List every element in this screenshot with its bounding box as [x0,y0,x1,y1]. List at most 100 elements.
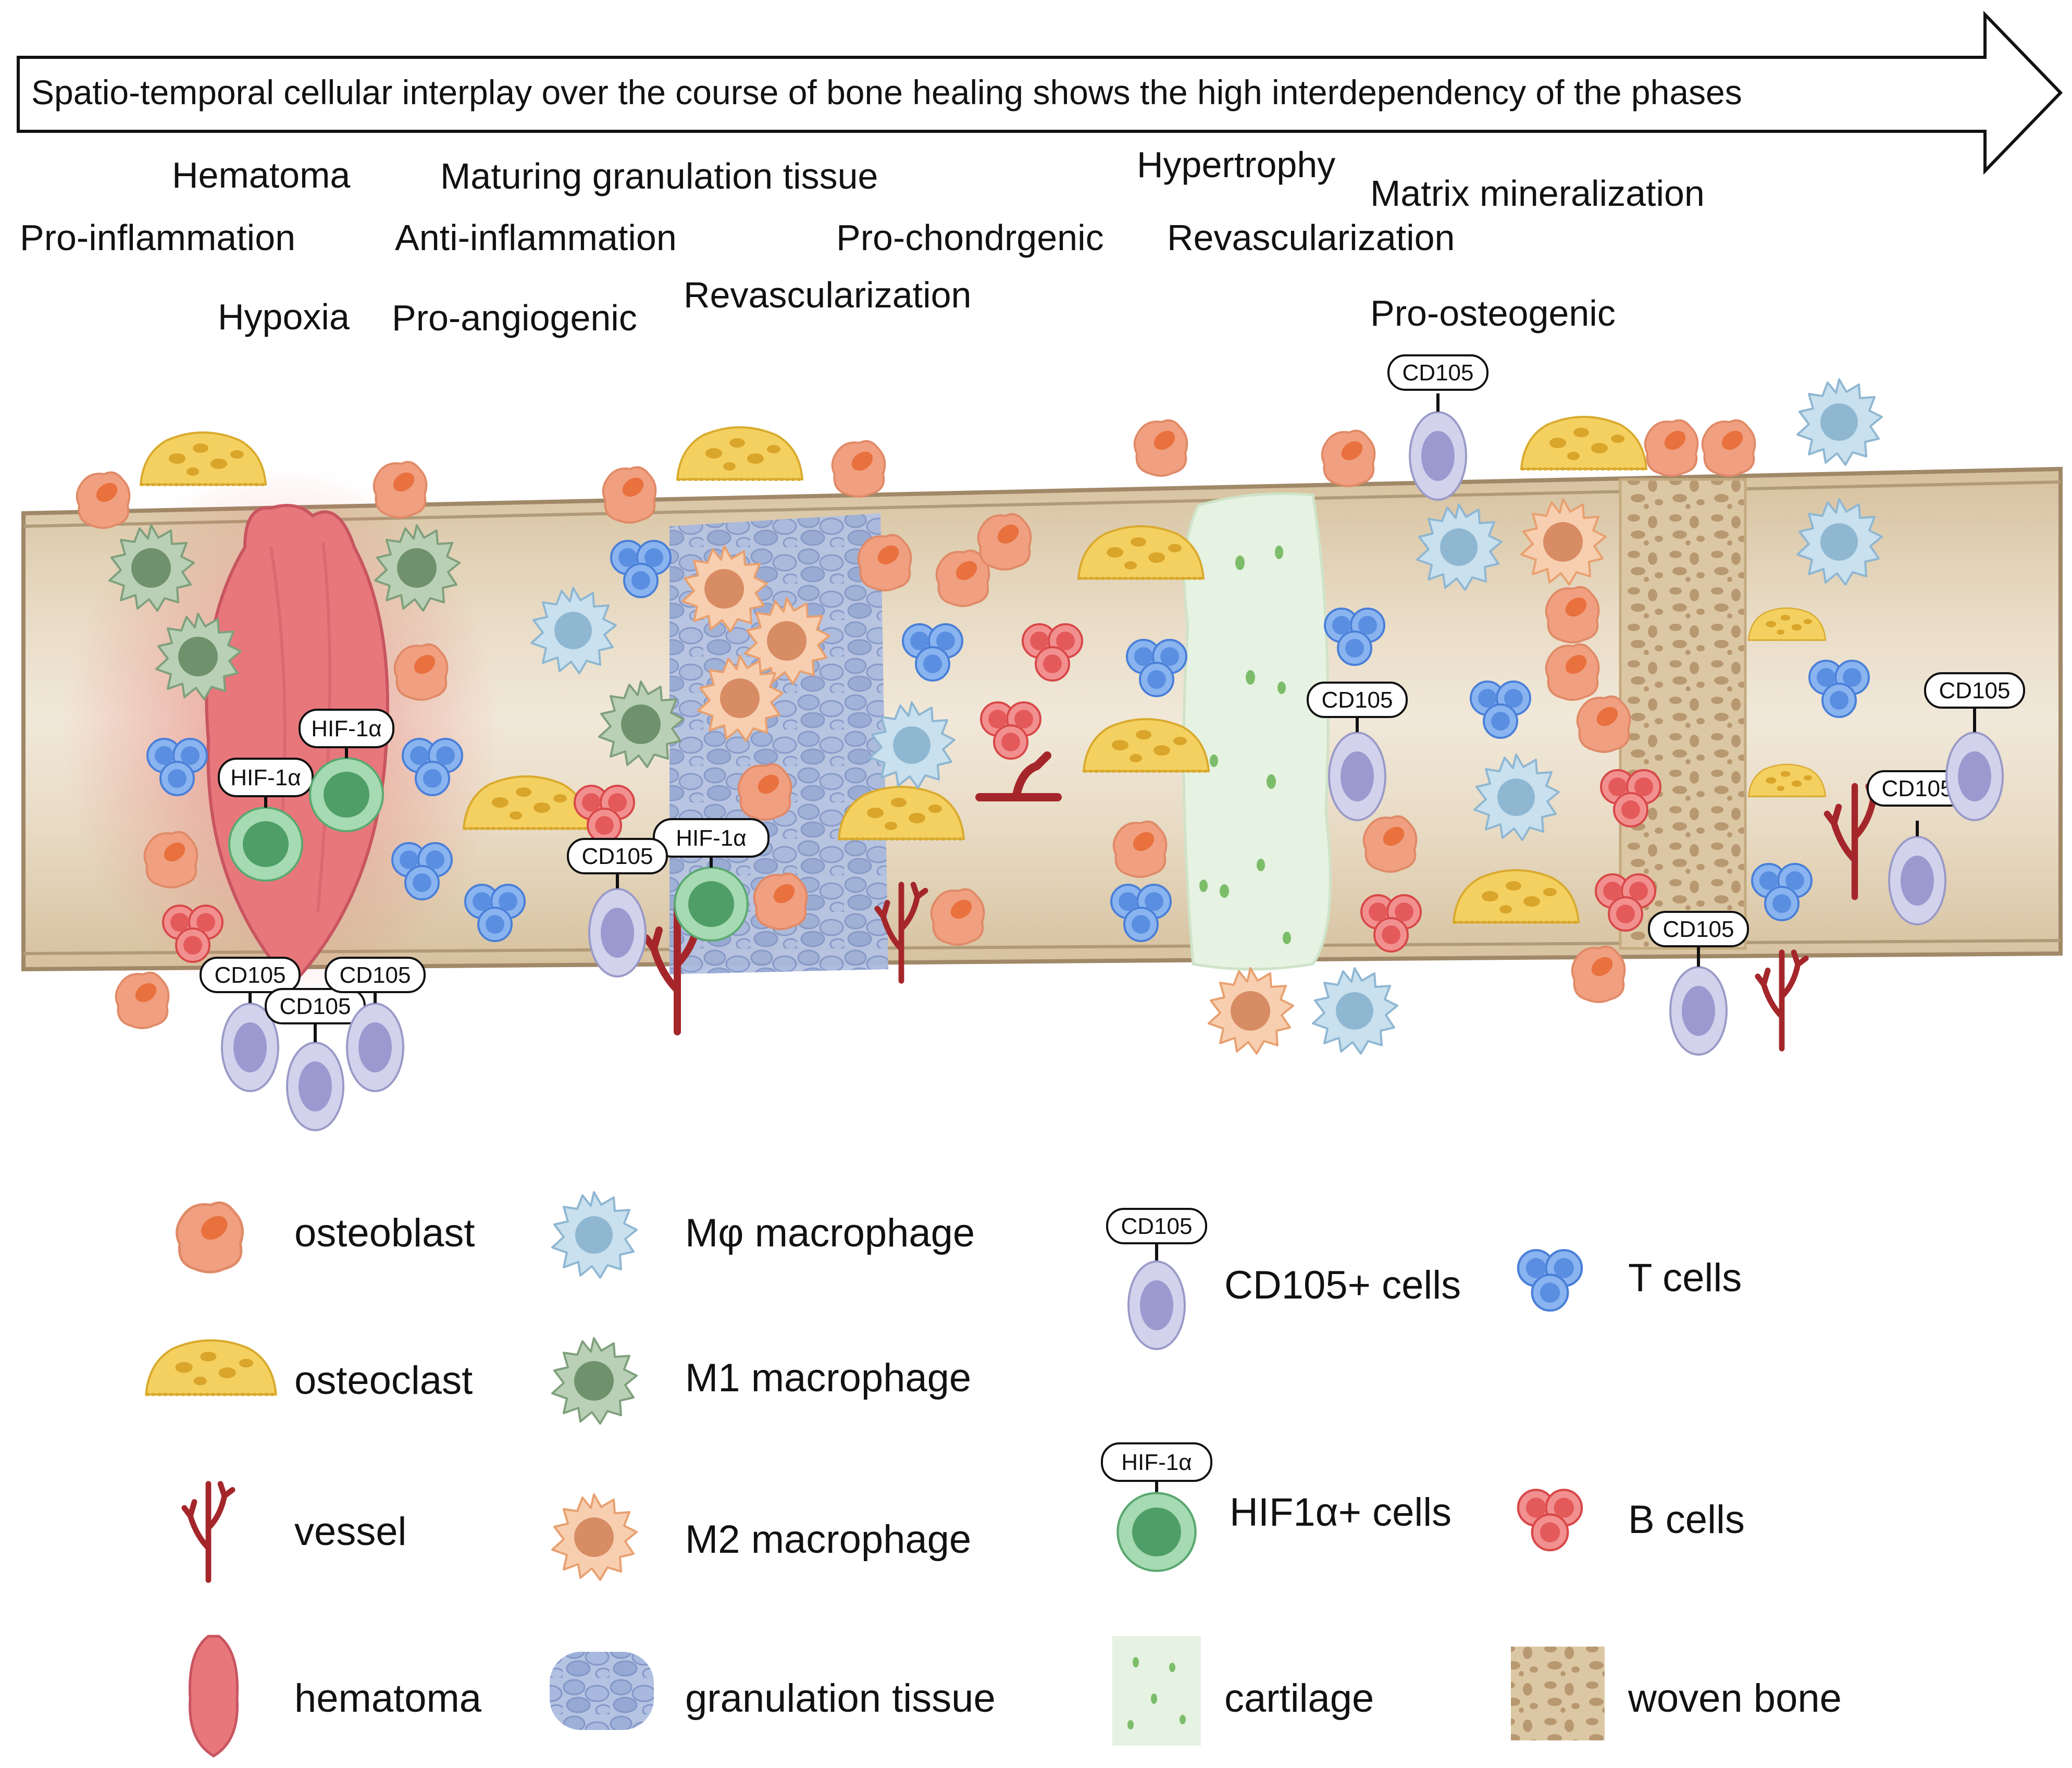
cd105-cell-with-tag: CD105 [265,988,366,1131]
legend-vessel-label: vessel [294,1510,406,1554]
legend-item-osteoblast: osteoblast [177,1203,475,1272]
legend-cd105-label: CD105+ cells [1224,1263,1461,1307]
granulation-tissue-icon [550,1652,654,1730]
cd105-cell-with-tag: CD105 [200,957,301,1092]
osteoblast [373,461,428,518]
cd105-cell-icon [1127,1260,1186,1350]
osteoblast [977,513,1032,571]
legend-item-cd105: CD105 CD105+ cells [1106,1208,1461,1350]
legend-b-cells-label: B cells [1628,1498,1745,1542]
banner-title: Spatio-temporal cellular interplay over … [31,73,1742,112]
osteoblast [1545,586,1600,644]
cd105-cell-with-tag: CD105 [325,957,426,1092]
legend-item-cartilage: cartilage [1112,1636,1374,1746]
phase-hematoma: Hematoma [172,155,350,195]
cd105-tag-text: CD105 [582,844,653,869]
legend-osteoblast-label: osteoblast [294,1211,475,1255]
legend-item-vessel: vessel [184,1484,406,1580]
osteoblast [1133,419,1188,477]
cd105-tag-text: CD105 [1322,687,1393,713]
osteoblast [857,534,912,591]
osteoclast-icon [146,1340,276,1394]
phase-pro-angiogenic: Pro-angiogenic [392,298,637,338]
cd105-tag-text: CD105 [340,962,411,988]
legend-m2-label: M2 macrophage [685,1517,971,1562]
osteoclast [1521,417,1646,469]
osteoblast [1545,643,1600,701]
cd105-tag-text: CD105 [1939,678,2011,703]
legend: osteoblast osteoclast vessel hematoma Mφ… [146,1191,1842,1758]
cd105-tag-text: CD105 [1403,360,1474,386]
b-cells-icon [1518,1490,1582,1550]
phase-labels: Hematoma Pro-inflammation Hypoxia Maturi… [20,144,1705,338]
m2-macrophage [1208,967,1294,1055]
osteoblast [602,466,657,524]
hif-tag-text: HIF-1α [230,765,301,790]
hif-cell-with-tag: HIF-1α [218,758,314,882]
osteoblast-icon [177,1203,243,1272]
m-phi-macrophage-icon [551,1191,638,1279]
phase-pro-chondrgenic: Pro-chondrgenic [836,217,1104,258]
legend-m-phi-label: Mφ macrophage [685,1211,975,1255]
vessel-icon [184,1484,232,1580]
granulation-zone [669,513,888,974]
cartilage-zone [1182,492,1332,971]
phase-matrix-mineralization: Matrix mineralization [1370,173,1705,214]
legend-t-cells-label: T cells [1628,1256,1742,1300]
legend-item-hematoma: hematoma [188,1635,482,1758]
legend-cd105-tag-text: CD105 [1121,1214,1193,1239]
woven-bone-icon [1511,1647,1605,1740]
cd105-cell-with-tag: CD105 [567,838,668,978]
legend-hif-tag-text: HIF-1α [1121,1450,1192,1475]
vessel [975,751,1062,801]
t-cells-icon [1518,1250,1582,1310]
cartilage-icon [1112,1636,1201,1746]
legend-osteoclast-label: osteoclast [294,1358,473,1403]
phase-hypoxia: Hypoxia [218,296,350,337]
osteoclast [141,432,266,485]
cd105-cell-with-tag: CD105 [1648,911,1749,1056]
woven-bone-zone [1619,478,1747,950]
m-phi-macrophage [1796,378,1883,466]
m-phi-macrophage [1312,967,1398,1055]
phase-anti-inflammation: Anti-inflammation [395,217,677,258]
osteoblast [115,971,170,1029]
hif-tag-text: HIF-1α [676,825,746,851]
phase-pro-osteogenic: Pro-osteogenic [1370,293,1616,333]
phase-maturing-granulation: Maturing granulation tissue [440,156,878,196]
hematoma-icon [188,1635,239,1758]
banner-arrow: Spatio-temporal cellular interplay over … [17,10,2063,175]
cd105-tag-text: CD105 [1882,776,1953,801]
osteoblast [143,831,198,888]
hif-tag-text: HIF-1α [311,716,381,741]
cd105-cell-with-tag: CD105 [1307,682,1408,821]
phase-revascularization-1: Revascularization [684,275,971,315]
osteoblast [737,763,792,821]
phase-pro-inflammation: Pro-inflammation [20,217,295,258]
osteoblast [753,872,808,930]
legend-item-m-phi: Mφ macrophage [551,1191,975,1279]
legend-hematoma-label: hematoma [294,1676,482,1721]
hif-cell-with-tag: HIF-1α [653,818,770,942]
legend-hif-label: HIF1α+ cells [1230,1490,1451,1535]
phase-hypertrophy: Hypertrophy [1137,144,1335,185]
m1-macrophage-icon [551,1337,638,1425]
osteoblast [1362,815,1418,873]
legend-item-osteoclast: osteoclast [146,1340,473,1403]
osteoblast [831,440,886,498]
legend-cartilage-label: cartilage [1224,1676,1374,1721]
hif-cell-with-tag: HIF-1α [299,709,394,832]
osteoblast [1571,945,1626,1003]
hif-cell-icon [1118,1493,1195,1571]
legend-granulation-label: granulation tissue [685,1676,996,1721]
legend-item-granulation: granulation tissue [550,1652,996,1730]
vessel [1758,953,1806,1049]
legend-m1-label: M1 macrophage [685,1356,971,1400]
cd105-cell-with-tag: CD105 [1387,354,1488,501]
osteoblast [76,471,131,529]
scene-cells: HIF-1α HIF-1α HIF-1α CD105 CD105 [76,354,2025,1131]
osteoblast [393,643,449,701]
phase-revascularization-2: Revascularization [1167,217,1455,258]
legend-woven-bone-label: woven bone [1628,1676,1842,1721]
